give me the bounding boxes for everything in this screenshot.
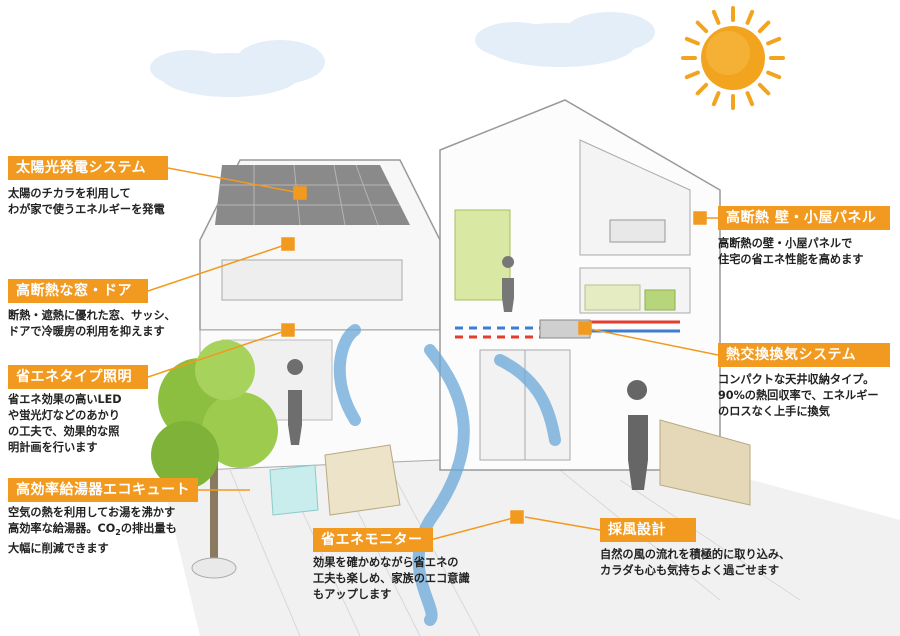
window-label: 高断熱な窓・ドア <box>8 279 148 303</box>
sun-ray <box>745 9 755 25</box>
person-living <box>287 359 304 445</box>
loft-desk <box>609 219 666 243</box>
monitor-description: 効果を確かめながら省エネの 工夫も楽しめ、家族のエコ意識 もアップします <box>313 556 470 601</box>
ecocute-label: 高効率給湯器エコキュート <box>8 478 198 502</box>
solar-panel-grid <box>217 164 400 226</box>
sun-ray <box>711 9 721 25</box>
wind-description: 自然の風の流れを積極的に取り込み、 カラダも心も気持ちよく過ごせます <box>600 548 791 577</box>
cloud-right <box>475 12 655 67</box>
person-child <box>502 256 515 312</box>
armchair <box>324 444 401 516</box>
solar-label: 太陽光発電システム <box>8 156 168 180</box>
sun-ray <box>695 20 709 34</box>
sun-ray <box>766 36 782 46</box>
leader-lines <box>147 167 719 541</box>
coffee-table <box>269 464 319 516</box>
sun-ray <box>684 70 700 80</box>
sun-ray <box>757 82 771 96</box>
insulation-label: 高断熱 壁・小屋パネル <box>718 206 890 230</box>
sun-icon <box>681 6 785 110</box>
airflow-arrows <box>333 324 561 626</box>
storage-boxes <box>584 284 641 311</box>
storage-box-green <box>644 289 676 311</box>
sun-ray <box>745 91 755 107</box>
sun-ray <box>711 91 721 107</box>
lighting-label: 省エネタイプ照明 <box>8 365 148 389</box>
garden-bench <box>659 419 751 506</box>
sun-ray <box>684 36 700 46</box>
sun-ray <box>766 70 782 80</box>
insulation-description: 高断熱の壁・小屋パネルで 住宅の省エネ性能を高めます <box>718 237 864 266</box>
window-description: 断熱・遮熱に優れた窓、サッシ、 ドアで冷暖房の利用を抑えます <box>8 309 176 338</box>
ventilation-description: コンパクトな天井収納タイプ。 90%の熱回収率で、エネルギー のロスなく上手に換… <box>718 373 879 418</box>
person-garden <box>627 380 648 490</box>
tree-illustration <box>151 340 278 579</box>
cloud-left <box>150 40 325 97</box>
upper-room-window <box>221 259 403 301</box>
ventilation-label: 熱交換換気システム <box>718 343 890 367</box>
ecocute-description: 空気の熱を利用してお湯を沸かす 高効率な給湯器。CO2の排出量も 大幅に削減でき… <box>8 506 177 556</box>
solar-panel <box>215 165 410 225</box>
solar-description: 太陽のチカラを利用して わが家で使うエネルギーを発電 <box>8 187 165 216</box>
curtain <box>454 209 511 301</box>
wind-label: 採風設計 <box>600 518 696 542</box>
ventilation-duct <box>455 319 680 339</box>
lighting-description: 省エネ効果の高いLED や蛍光灯などのあかり の工夫で、効果的な照 明計画を行い… <box>8 393 122 454</box>
sun-ray <box>695 82 709 96</box>
monitor-label: 省エネモニター <box>313 528 433 552</box>
sun-ray <box>757 20 771 34</box>
